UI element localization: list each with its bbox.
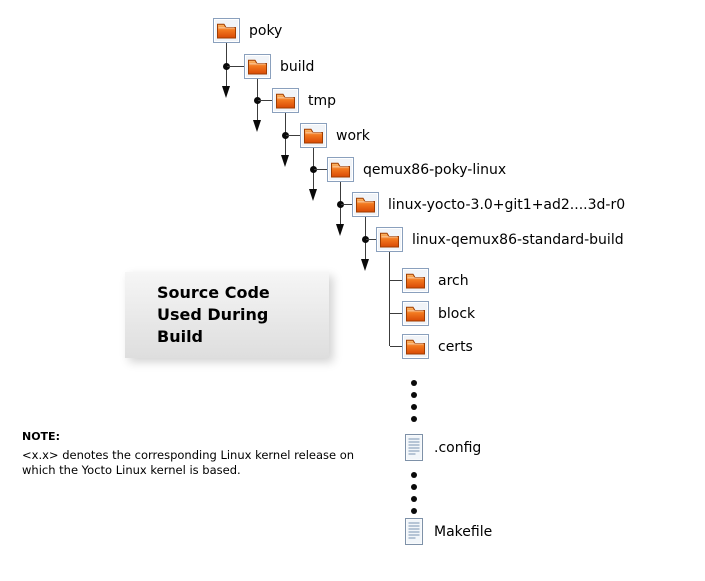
down-arrow-icon <box>222 86 230 98</box>
ellipsis-dot <box>411 496 417 502</box>
junction-dot <box>282 132 289 139</box>
tree-node-linux-yocto: linux-yocto-3.0+git1+ad2....3d-r0 <box>352 192 625 217</box>
folder-icon <box>300 123 327 148</box>
ellipsis-dot <box>411 508 417 514</box>
tree-node-label: .config <box>434 439 482 456</box>
folder-icon <box>402 334 429 359</box>
note-text-line: which the Yocto Linux kernel is based. <box>22 462 241 477</box>
ellipsis-dot <box>411 392 417 398</box>
tree-node-work: work <box>300 123 370 148</box>
connector-hline <box>366 239 376 240</box>
folder-icon <box>352 192 379 217</box>
tree-node-label: build <box>280 58 315 75</box>
folder-icon <box>402 268 429 293</box>
connector-hline <box>390 280 402 281</box>
tree-node-label: certs <box>438 338 473 355</box>
connector-hline <box>286 135 300 136</box>
junction-dot <box>223 63 230 70</box>
callout-line: Used During <box>157 305 269 324</box>
folder-icon <box>272 88 299 113</box>
tree-node-poky: poky <box>213 18 282 43</box>
tree-node-label: work <box>336 127 370 144</box>
folder-icon <box>376 227 403 252</box>
tree-node-config: .config <box>403 434 481 461</box>
connector-hline <box>390 346 402 347</box>
callout-line: Source Code <box>157 283 270 302</box>
down-arrow-icon <box>309 189 317 201</box>
tree-node-label: poky <box>249 22 283 39</box>
down-arrow-icon <box>336 224 344 236</box>
note-text-line: <x.x> denotes the corresponding Linux ke… <box>22 448 355 462</box>
file-icon <box>403 518 425 545</box>
tree-node-label: arch <box>438 272 469 289</box>
connector-hline <box>314 169 327 170</box>
tree-node-label: block <box>438 305 476 322</box>
tree-node-label: tmp <box>308 92 337 109</box>
tree-node-certs: certs <box>402 334 473 359</box>
note-title: NOTE: <box>22 430 60 443</box>
ellipsis-dot <box>411 380 417 386</box>
folder-icon <box>327 157 354 182</box>
connector-hline <box>227 66 244 67</box>
tree-node-build: build <box>244 54 314 79</box>
connector-hline <box>390 313 402 314</box>
tree-node-makefile: Makefile <box>403 518 492 545</box>
connector-hline <box>258 100 272 101</box>
junction-dot <box>310 166 317 173</box>
tree-node-label: linux-qemux86-standard-build <box>412 231 624 248</box>
tree-node-block: block <box>402 301 475 326</box>
down-arrow-icon <box>281 155 289 167</box>
ellipsis-dot <box>411 404 417 410</box>
tree-node-linux-qemux86-standard-build: linux-qemux86-standard-build <box>376 227 624 252</box>
tree-node-arch: arch <box>402 268 469 293</box>
tree-node-qemux86-poky-linux: qemux86-poky-linux <box>327 157 506 182</box>
ellipsis-dot <box>411 484 417 490</box>
tree-node-tmp: tmp <box>272 88 336 113</box>
down-arrow-icon <box>253 120 261 132</box>
tree-node-label: linux-yocto-3.0+git1+ad2....3d-r0 <box>388 196 626 213</box>
connector-vline <box>389 252 390 346</box>
folder-icon <box>213 18 240 43</box>
ellipsis-dot <box>411 416 417 422</box>
connector-hline <box>341 204 352 205</box>
ellipsis-dot <box>411 472 417 478</box>
tree-node-label: Makefile <box>434 523 493 540</box>
folder-icon <box>244 54 271 79</box>
tree-node-label: qemux86-poky-linux <box>363 161 507 178</box>
callout-line: Build <box>157 327 204 346</box>
callout-box: Source Code Used During Build <box>125 272 329 358</box>
file-icon <box>403 434 425 461</box>
folder-icon <box>402 301 429 326</box>
junction-dot <box>254 97 261 104</box>
junction-dot <box>337 201 344 208</box>
down-arrow-icon <box>361 259 369 271</box>
note: NOTE: <x.x> denotes the corresponding Li… <box>22 430 392 477</box>
junction-dot <box>362 236 369 243</box>
